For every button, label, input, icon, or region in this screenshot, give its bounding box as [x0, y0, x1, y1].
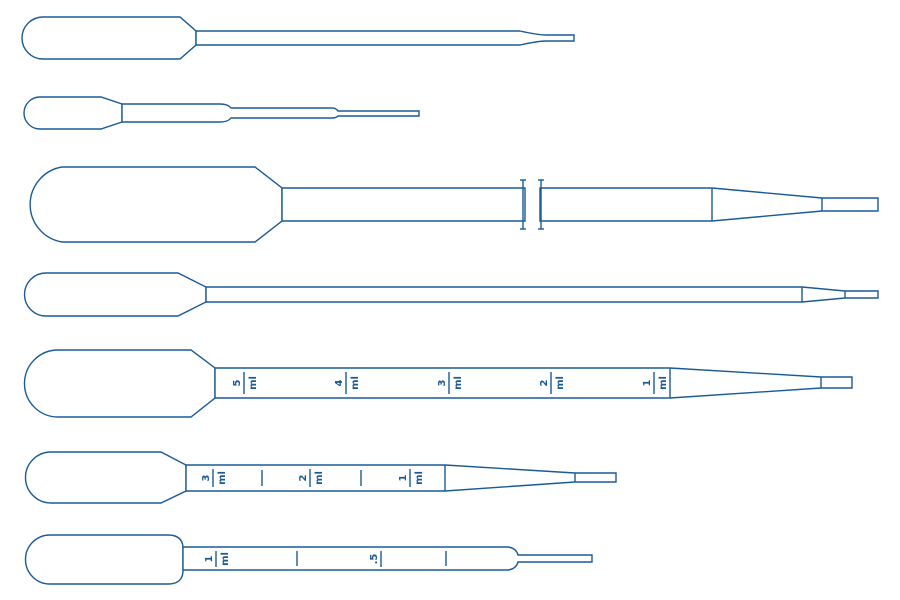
- grad-2-number: 2: [298, 474, 309, 481]
- pipette-7-stem: [182, 546, 593, 571]
- grad-4-unit: ml: [350, 376, 361, 390]
- pipette-3-stem-right: [539, 187, 879, 222]
- grad-4-number: 4: [334, 379, 345, 386]
- pipette-5-stem: [214, 367, 853, 399]
- grad-5-number: 5: [232, 379, 243, 386]
- grad-mark-1ml: 1 ml: [204, 551, 231, 567]
- grad-mark-3ml: 3 ml: [437, 372, 464, 394]
- pipette-5: 5 ml 4 ml 3 ml 2 ml 1 ml: [23, 349, 853, 418]
- pipette-7: 1 ml .5: [24, 534, 593, 585]
- grad-3-number: 3: [201, 474, 212, 481]
- pipette-6-stem: [185, 464, 617, 492]
- pipette-1-bulb: [21, 16, 197, 60]
- pipette-2-bulb: [23, 96, 123, 130]
- grad-1-unit: ml: [414, 471, 425, 485]
- pipette-1-stem: [195, 30, 575, 46]
- grad-1-unit: ml: [220, 552, 231, 566]
- grad-mark-1ml: 1 ml: [642, 372, 669, 394]
- grad-1-unit: ml: [658, 376, 669, 390]
- grad-mark-half-ml: .5: [369, 551, 382, 567]
- grad-mark-3ml: 3 ml: [201, 469, 228, 487]
- pipette-4-stem: [205, 286, 879, 303]
- pipette-3-break-mark: [520, 179, 544, 230]
- pipette-4-bulb: [23, 272, 207, 317]
- pipette-6-bulb: [24, 451, 187, 504]
- pipette-7-bulb: [24, 534, 184, 585]
- grad-mark-2ml: 2 ml: [539, 372, 566, 394]
- grad-1-number: 1: [398, 474, 409, 481]
- grad-mark-2ml: 2 ml: [298, 469, 325, 487]
- grad-2-unit: ml: [314, 471, 325, 485]
- pipette-6: 3 ml 2 ml 1 ml: [24, 451, 617, 504]
- grad-mark-5ml: 5 ml: [232, 372, 259, 394]
- pipette-4: [23, 272, 879, 317]
- grad-2-number: 2: [539, 379, 550, 386]
- grad-1-number: 1: [204, 555, 215, 562]
- grad-mark-1ml: 1 ml: [398, 469, 425, 487]
- pipette-5-bulb: [23, 349, 216, 418]
- grad-3-unit: ml: [217, 471, 228, 485]
- pipette-3-stem-left: [281, 187, 526, 222]
- grad-3-number: 3: [437, 379, 448, 386]
- grad-5-unit: ml: [248, 376, 259, 390]
- grad-half-number: .5: [369, 554, 380, 565]
- pipette-2: [23, 96, 420, 130]
- pipette-3: [29, 166, 879, 243]
- grad-1-number: 1: [642, 379, 653, 386]
- grad-2-unit: ml: [555, 376, 566, 390]
- grad-3-unit: ml: [453, 376, 464, 390]
- pipette-1: [21, 16, 575, 60]
- grad-mark-4ml: 4 ml: [334, 372, 361, 394]
- pipette-3-bulb: [29, 166, 283, 243]
- pipette-2-stem: [121, 103, 420, 123]
